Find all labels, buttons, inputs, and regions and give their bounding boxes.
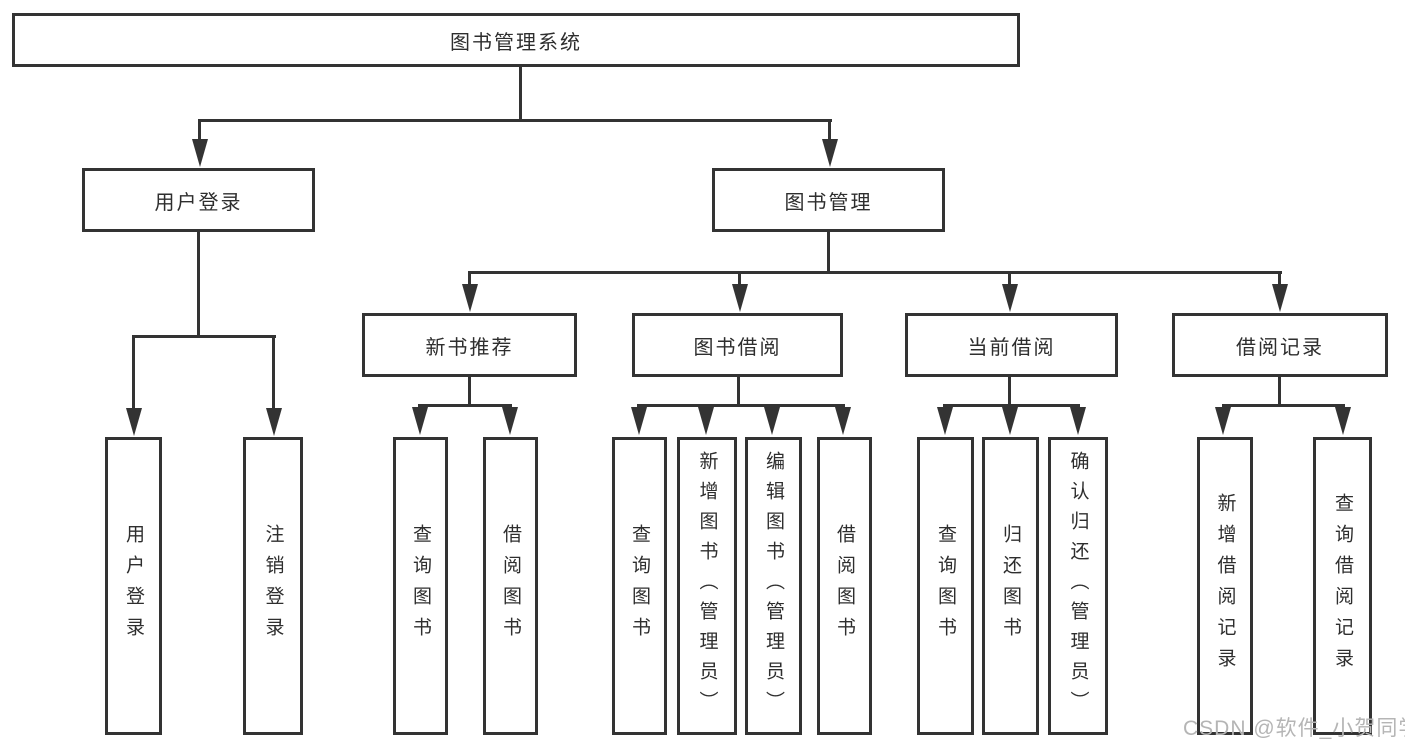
node-current-borrowing: 当前借阅 [905,313,1118,377]
leaf-logout: 注销登录 [243,437,303,735]
node-label: 编辑图书（管理员） [763,451,784,721]
connector-line [827,229,830,273]
connector-line [199,119,832,122]
node-label: 图书管理 [784,191,873,214]
node-label: 查询借阅记录 [1332,493,1353,679]
arrow-down-icon [835,407,851,435]
node-label: 查询图书 [935,524,956,648]
node-label: 新增借阅记录 [1214,493,1236,679]
node-label: 用户登录 [123,524,144,648]
arrow-down-icon [822,139,838,167]
arrow-down-icon [266,408,282,436]
node-label: 用户登录 [154,191,243,214]
connector-line [197,229,200,337]
leaf-user-login: 用户登录 [105,437,162,735]
leaf-query-books-2: 查询图书 [612,437,667,735]
leaf-confirm-return-admin: 确认归还（管理员） [1048,437,1108,735]
connector-line [418,404,512,407]
arrow-down-icon [126,408,142,436]
connector-line [468,374,471,406]
arrow-down-icon [698,407,714,435]
connector-line [738,271,741,286]
arrow-down-icon [631,407,647,435]
node-label: 借阅记录 [1236,336,1324,359]
connector-line [132,335,135,410]
node-new-book-recommend: 新书推荐 [362,313,577,377]
leaf-edit-book-admin: 编辑图书（管理员） [745,437,802,735]
connector-line [1222,404,1345,407]
connector-line [828,119,831,141]
leaf-query-borrow-record: 查询借阅记录 [1313,437,1372,735]
leaf-query-books-1: 查询图书 [393,437,448,735]
arrow-down-icon [1272,284,1288,312]
node-label: 新增图书（管理员） [696,451,718,721]
leaf-borrow-books-1: 借阅图书 [483,437,538,735]
node-label: 借阅图书 [500,524,521,648]
connector-line [468,271,471,286]
arrow-down-icon [502,407,518,435]
node-label: 借阅图书 [834,524,855,648]
node-book-management: 图书管理 [712,168,945,232]
node-label: 确认归还（管理员） [1067,451,1089,721]
leaf-add-book-admin: 新增图书（管理员） [677,437,737,735]
connector-line [1278,374,1281,406]
arrow-down-icon [732,284,748,312]
leaf-return-book: 归还图书 [982,437,1039,735]
node-borrowing-records: 借阅记录 [1172,313,1388,377]
leaf-add-borrow-record: 新增借阅记录 [1197,437,1253,735]
node-book-borrowing: 图书借阅 [632,313,843,377]
arrow-down-icon [1070,407,1086,435]
node-label: 查询图书 [629,524,650,648]
leaf-borrow-books-2: 借阅图书 [817,437,872,735]
connector-line [1008,374,1011,406]
leaf-query-books-3: 查询图书 [917,437,974,735]
arrow-down-icon [764,407,780,435]
node-user-login: 用户登录 [82,168,315,232]
node-label: 归还图书 [1000,524,1021,648]
arrow-down-icon [937,407,953,435]
connector-line [943,404,1080,407]
watermark: CSDN @软件_小贺同学 [1183,717,1405,740]
arrow-down-icon [1215,407,1231,435]
connector-line [519,67,522,120]
arrow-down-icon [192,139,208,167]
connector-line [1278,271,1281,286]
arrow-down-icon [462,284,478,312]
connector-line [637,404,845,407]
node-label: 图书借阅 [693,336,782,359]
connector-line [198,119,201,141]
node-label: 当前借阅 [967,336,1056,359]
node-label: 新书推荐 [425,336,514,359]
arrow-down-icon [412,407,428,435]
arrow-down-icon [1335,407,1351,435]
node-label: 查询图书 [410,524,431,648]
connector-line [1008,271,1011,286]
connector-line [737,374,740,406]
arrow-down-icon [1002,407,1018,435]
connector-line [468,271,1282,274]
node-label: 图书管理系统 [450,31,582,54]
node-library-management-system: 图书管理系统 [12,13,1020,67]
connector-line [132,335,276,338]
connector-line [272,335,275,410]
arrow-down-icon [1002,284,1018,312]
node-label: 注销登录 [262,524,284,648]
